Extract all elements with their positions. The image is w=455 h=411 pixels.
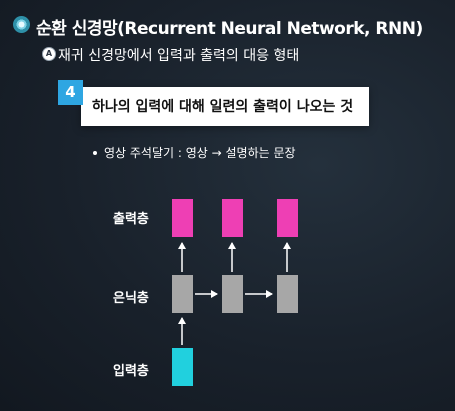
card-text: 하나의 입력에 대해 일련의 출력이 나오는 것 [92,99,354,115]
output-node-1 [172,199,193,237]
input-node-1 [172,348,193,386]
highlight-card [81,87,369,126]
hidden-layer-label: 은닉층 [113,291,149,306]
hidden-node-1 [172,275,193,313]
slide-subtitle: 재귀 신경망에서 입력과 출력의 대응 형태 [58,48,300,64]
slide-title: 순환 신경망(Recurrent Neural Network, RNN) [36,19,423,39]
bullet-dot-icon [93,151,97,155]
input-layer-label: 입력층 [113,364,149,379]
output-node-3 [277,199,298,237]
example-text: 영상 주석달기 : 영상 → 설명하는 문장 [104,146,296,160]
subtitle-bullet-icon: A [42,47,56,61]
output-node-2 [222,199,243,237]
card-number-badge: 4 [58,80,83,105]
title-bullet-icon [13,16,30,33]
hidden-node-3 [277,275,298,313]
hidden-node-2 [222,275,243,313]
output-layer-label: 출력층 [113,212,149,227]
